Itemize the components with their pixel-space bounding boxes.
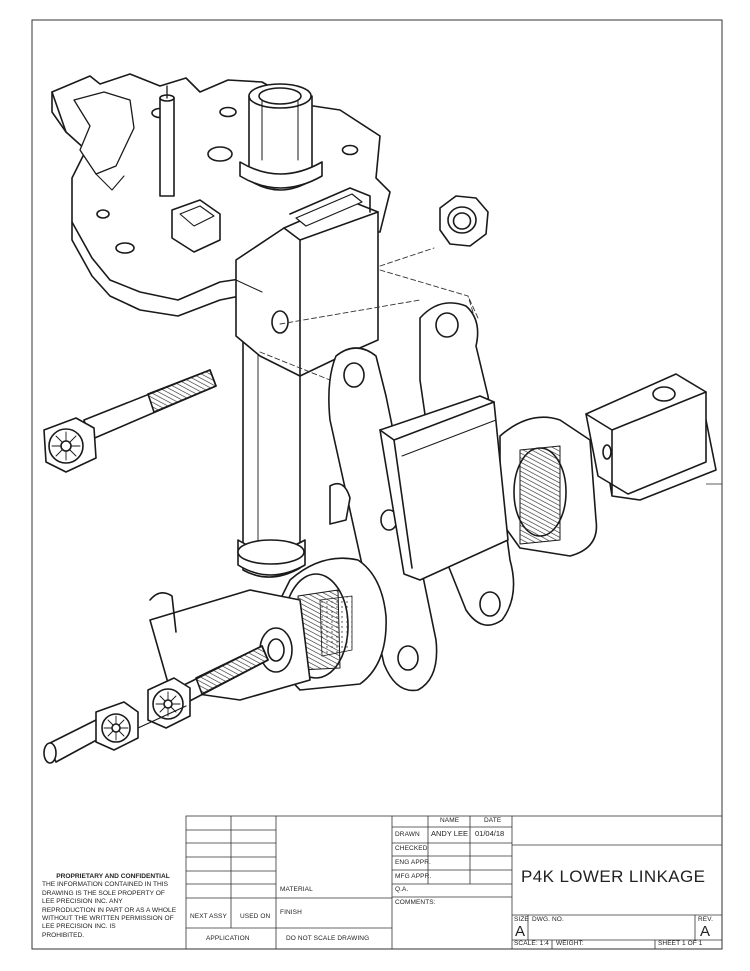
link-strap xyxy=(379,395,509,581)
sheet-text: SHEET 1 OF 1 xyxy=(658,940,703,947)
comments-label: COMMENTS: xyxy=(395,899,436,906)
finish-label: FINISH xyxy=(280,909,302,916)
hex-bolt-left xyxy=(43,369,217,473)
drawing-title: P4K LOWER LINKAGE xyxy=(521,867,706,886)
drawn-date: 01/04/18 xyxy=(475,829,505,838)
size-label: SIZE xyxy=(514,916,529,923)
weight-label: WEIGHT: xyxy=(556,940,584,947)
column-tube xyxy=(239,83,323,191)
rev-value: A xyxy=(700,923,711,940)
dwg-no-label: DWG. NO. xyxy=(532,916,564,923)
clamp-housing xyxy=(235,187,379,377)
application-label: APPLICATION xyxy=(206,935,250,942)
checked-label: CHECKED xyxy=(395,845,428,852)
proprietary-line: LEE PRECISION INC. IS xyxy=(42,923,116,931)
do-not-scale-note: DO NOT SCALE DRAWING xyxy=(286,935,370,942)
mfg-appr-label: MFG APPR. xyxy=(395,873,432,880)
link-plate-front xyxy=(328,347,438,692)
qa-label: Q.A. xyxy=(395,886,409,893)
steering-shaft xyxy=(237,309,306,578)
material-label: MATERIAL xyxy=(280,886,313,893)
title-block-grid xyxy=(185,815,723,950)
hex-bolt-lower-a xyxy=(147,645,269,729)
linkage-assembly-drawing xyxy=(43,73,717,764)
lower-clamp xyxy=(149,482,351,701)
used-on-label: USED ON xyxy=(240,913,271,920)
proprietary-line: PROHIBITED. xyxy=(42,931,85,939)
col-date-header: DATE xyxy=(484,817,502,824)
size-value: A xyxy=(515,923,526,940)
col-name-header: NAME xyxy=(440,817,460,824)
scale-text: SCALE: 1:4 xyxy=(514,940,549,947)
drawn-name: ANDY LEE xyxy=(431,829,468,838)
drawn-label: DRAWN xyxy=(395,831,420,838)
spline-coupler-middle xyxy=(499,373,717,557)
proprietary-line: DRAWING IS THE SOLE PROPERTY OF xyxy=(42,889,165,897)
proprietary-heading: PROPRIETARY AND CONFIDENTIAL xyxy=(56,873,170,880)
hex-bolt-lower-b xyxy=(43,701,187,764)
proprietary-line: THE INFORMATION CONTAINED IN THIS xyxy=(42,881,169,889)
proprietary-line: LEE PRECISION INC. ANY xyxy=(42,898,123,906)
next-assy-label: NEXT ASSY xyxy=(190,913,227,920)
rev-label: REV. xyxy=(698,916,713,923)
eng-appr-label: ENG APPR. xyxy=(395,859,431,866)
proprietary-notice: PROPRIETARY AND CONFIDENTIAL THE INFORMA… xyxy=(42,873,184,940)
hex-nut-upper xyxy=(439,195,489,247)
proprietary-line: WITHOUT THE WRITTEN PERMISSION OF xyxy=(42,915,174,923)
proprietary-line: REPRODUCTION IN PART OR AS A WHOLE xyxy=(42,906,177,914)
